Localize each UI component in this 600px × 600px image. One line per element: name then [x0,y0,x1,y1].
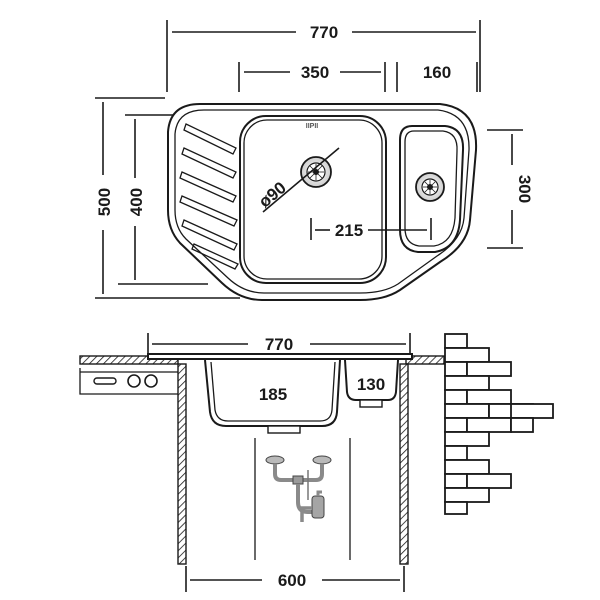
small-bowl-inner [404,130,458,247]
label-300: 300 [515,175,534,203]
dim-overall-width-top: 770 [166,20,481,92]
dim-bowl-offset: 215 [310,218,432,240]
dim-overall-depth: 500 [95,97,240,299]
dim-small-bowl-depth: 300 [487,129,534,249]
cabinet-wall-left [177,363,187,565]
control-knobs-icon [93,374,158,388]
small-drain-outlet [359,399,383,408]
sink-top-inner-rim [174,109,470,294]
main-bowl [239,115,387,284]
label-600: 600 [278,571,306,590]
dim-cabinet-width: 600 [185,566,405,592]
dim-overall-width-side: 770 [147,333,411,358]
label-185: 185 [259,385,287,404]
side-view: 770 185 130 [79,333,554,592]
brick-wall [444,333,554,515]
dim-main-bowl-width: 350 [238,62,386,92]
main-drain-outlet [267,425,301,434]
drainer-grooves [179,123,239,270]
main-drain-icon [300,156,332,188]
label-130: 130 [357,375,385,394]
top-view: 770 350 160 500 [95,20,534,301]
label-770-top: 770 [310,23,338,42]
label-350: 350 [301,63,329,82]
label-500: 500 [95,188,114,216]
dim-small-bowl-width: 160 [396,62,478,92]
main-bowl-inner [243,119,383,280]
dim-main-bowl-depth: 400 [118,114,208,285]
brand-mark: IIPII [306,123,319,130]
label-770-side: 770 [265,335,293,354]
cabinet-wall-right [399,363,409,565]
sink-rim [147,353,413,360]
label-400: 400 [127,188,146,216]
small-drain-icon [415,172,445,202]
cabinet-front-left [79,368,178,395]
label-160: 160 [423,63,451,82]
diameter-leader [262,147,340,213]
label-215: 215 [335,221,363,240]
siphon-icon [265,455,332,522]
